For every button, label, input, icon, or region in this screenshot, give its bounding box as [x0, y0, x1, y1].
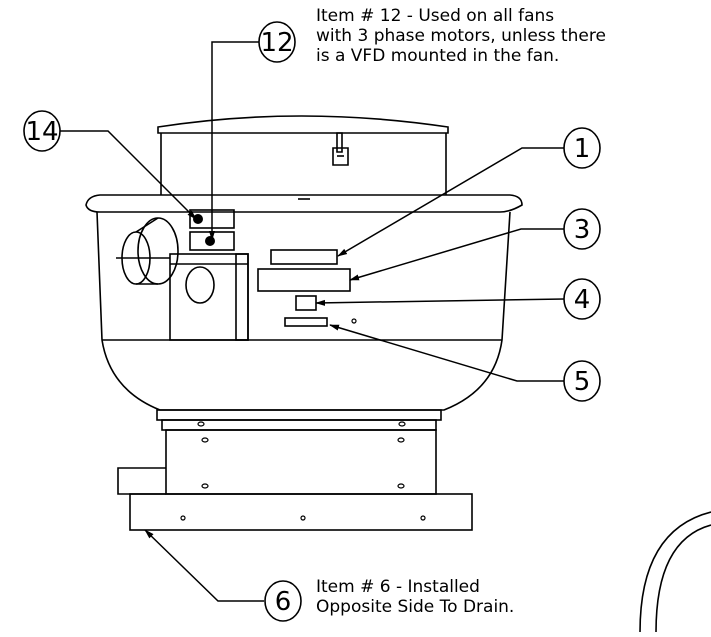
leader-4 [315, 298, 565, 306]
disconnect-box [169, 253, 249, 341]
leader-lines [60, 41, 565, 602]
latch [332, 132, 349, 166]
callout-number: 14 [25, 117, 58, 147]
leader-6 [144, 529, 264, 602]
callout-12: 12 [258, 21, 296, 63]
leader-5 [329, 324, 564, 382]
note-line: with 3 phase motors, unless there [316, 26, 606, 46]
label-plate-3 [257, 268, 351, 292]
callout-number: 12 [260, 28, 293, 58]
callout-number: 5 [574, 367, 591, 397]
note-line: Item # 6 - Installed [316, 577, 480, 597]
callout-4: 4 [563, 278, 601, 320]
conduit-fitting [116, 217, 179, 285]
callout-number: 3 [574, 215, 591, 245]
leader-14 [60, 130, 197, 220]
housing-body [96, 211, 511, 411]
label-plate-4 [295, 295, 317, 311]
callout-number: 1 [574, 134, 591, 164]
hood-cap [157, 115, 449, 134]
note-item-6: Item # 6 - Installed Opposite Side To Dr… [316, 577, 514, 617]
partial-view-outline [639, 511, 711, 633]
label-plate-1 [270, 249, 338, 265]
note-item-12: Item # 12 - Used on all fans with 3 phas… [316, 6, 606, 66]
callout-5: 5 [563, 360, 601, 402]
leader-3 [349, 228, 564, 281]
callout-number: 4 [574, 285, 591, 315]
callout-14: 14 [23, 110, 61, 152]
callout-6: 6 [264, 580, 302, 622]
leader-12 [209, 41, 259, 241]
label-plate-5 [284, 317, 328, 327]
note-line: Item # 12 - Used on all fans [316, 6, 554, 26]
callout-number: 6 [275, 587, 292, 617]
housing-lip [85, 194, 523, 213]
callout-3: 3 [563, 208, 601, 250]
callout-1: 1 [563, 127, 601, 169]
leader-1 [337, 147, 564, 257]
fan-drawing [85, 115, 711, 633]
note-line: is a VFD mounted in the fan. [316, 46, 559, 66]
note-line: Opposite Side To Drain. [316, 597, 514, 617]
